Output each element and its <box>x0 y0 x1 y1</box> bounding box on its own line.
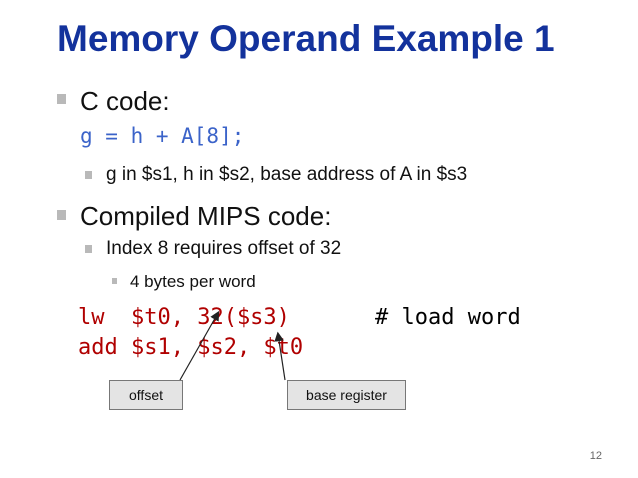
bullet-square-icon <box>85 171 92 179</box>
offset-arrow <box>179 310 220 381</box>
base-register-callout: base register <box>287 380 406 410</box>
index-note: Index 8 requires offset of 32 <box>106 238 342 259</box>
mips-label: Compiled MIPS code: <box>80 201 332 231</box>
base-register-arrow <box>274 331 286 381</box>
c-code-note: g in $s1, h in $s2, base address of A in… <box>106 164 468 185</box>
mips-line-1: lw $t0, 32($s3) <box>78 305 290 330</box>
c-code-label: C code: <box>80 86 170 116</box>
bullet-square-icon <box>112 278 117 284</box>
slide-title: Memory Operand Example 1 <box>57 18 555 59</box>
bullet-square-icon <box>85 245 92 253</box>
c-code-line: g = h + A[8]; <box>80 124 245 148</box>
bullet-square-icon <box>57 94 66 104</box>
offset-callout: offset <box>109 380 183 410</box>
bullet-square-icon <box>57 210 66 220</box>
page-number: 12 <box>589 450 602 462</box>
mips-comment: # load word <box>375 305 521 330</box>
bytes-note: 4 bytes per word <box>130 272 256 291</box>
